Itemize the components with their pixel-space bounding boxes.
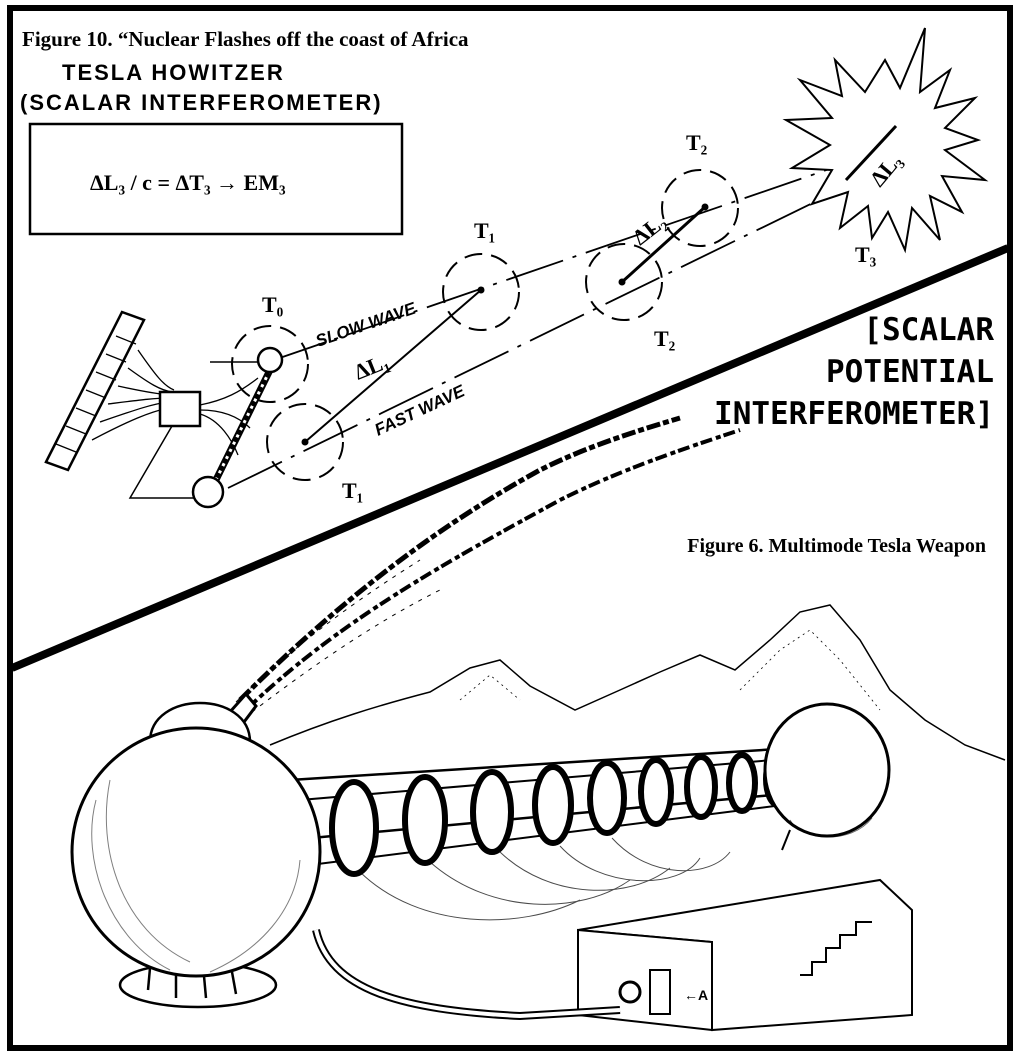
figure6-label-line3: INTERFEROMETER] <box>714 396 994 432</box>
equation-box <box>28 122 404 236</box>
label-t3: T₃ <box>855 242 877 267</box>
control-box <box>158 390 202 428</box>
fast-wave-beam <box>227 157 906 489</box>
figure6-caption: Figure 6. Multimode Tesla Weapon <box>687 535 986 557</box>
energy-beams <box>235 415 741 713</box>
figure6-label-line1: [SCALAR <box>863 312 994 348</box>
capacitor-bank <box>44 310 146 472</box>
ground-wire <box>128 425 196 499</box>
label-t1-upper: T₁ <box>474 218 495 243</box>
building-steps <box>800 921 872 976</box>
building-front <box>577 928 713 1032</box>
mountain-range <box>269 604 1006 761</box>
pipe-valve-wheel <box>618 980 642 1004</box>
slow-wave-beam <box>267 142 906 363</box>
figure10-title-line1: TESLA HOWITZER <box>62 60 285 85</box>
figure10-caption: Figure 10. “Nuclear Flashes off the coas… <box>22 27 469 51</box>
circle-centers <box>301 203 709 446</box>
label-delta-l1: ΔL₁ <box>351 348 393 384</box>
right-sphere-legs <box>781 829 791 851</box>
field-lines <box>359 837 731 921</box>
tesla-transmitter <box>44 310 284 509</box>
slow-wave-label: SLOW WAVE <box>313 299 419 351</box>
figure6-label: [SCALAR POTENTIAL INTERFEROMETER] <box>714 312 994 432</box>
interferometer-tube <box>289 744 827 921</box>
figure6-label-line2: POTENTIAL <box>826 354 994 390</box>
label-t1-lower: T₁ <box>342 478 363 503</box>
right-sphere <box>763 702 891 838</box>
t0-circle <box>231 325 309 403</box>
connecting-pipe <box>312 929 621 1021</box>
label-t0: T₀ <box>262 292 284 317</box>
t2-upper-circle <box>661 169 739 247</box>
t1-lower-circle <box>266 403 344 481</box>
figure10-title-line2: (SCALAR INTERFEROMETER) <box>20 90 383 115</box>
door-arrow-label: ←A <box>684 987 708 1003</box>
equation-text: ΔL₃ / c = ΔT₃ → EM₃ <box>90 170 286 195</box>
delta-l3-chord <box>844 124 898 182</box>
energy-beam-inner <box>246 428 741 710</box>
wave-beams <box>227 142 906 489</box>
transmitter-bottom-sphere <box>191 475 225 509</box>
outer-frame <box>7 5 1013 1051</box>
label-t2-lower: T₂ <box>654 326 676 351</box>
delta-l2-chord <box>620 205 707 284</box>
t2-lower-circle <box>585 243 663 321</box>
label-t2-upper: T₂ <box>686 130 708 155</box>
time-labels: T₀ T₁ T₁ T₂ T₂ T₃ <box>262 130 877 503</box>
building-door <box>649 969 671 1015</box>
left-sphere-assembly <box>70 701 322 1009</box>
transmitter-top-sphere <box>256 346 284 374</box>
tube-rings <box>329 749 822 877</box>
tube-rail-top <box>289 744 827 782</box>
figure-divider <box>10 244 1010 672</box>
t1-upper-circle <box>442 253 520 331</box>
energy-beam-outer <box>238 415 681 702</box>
